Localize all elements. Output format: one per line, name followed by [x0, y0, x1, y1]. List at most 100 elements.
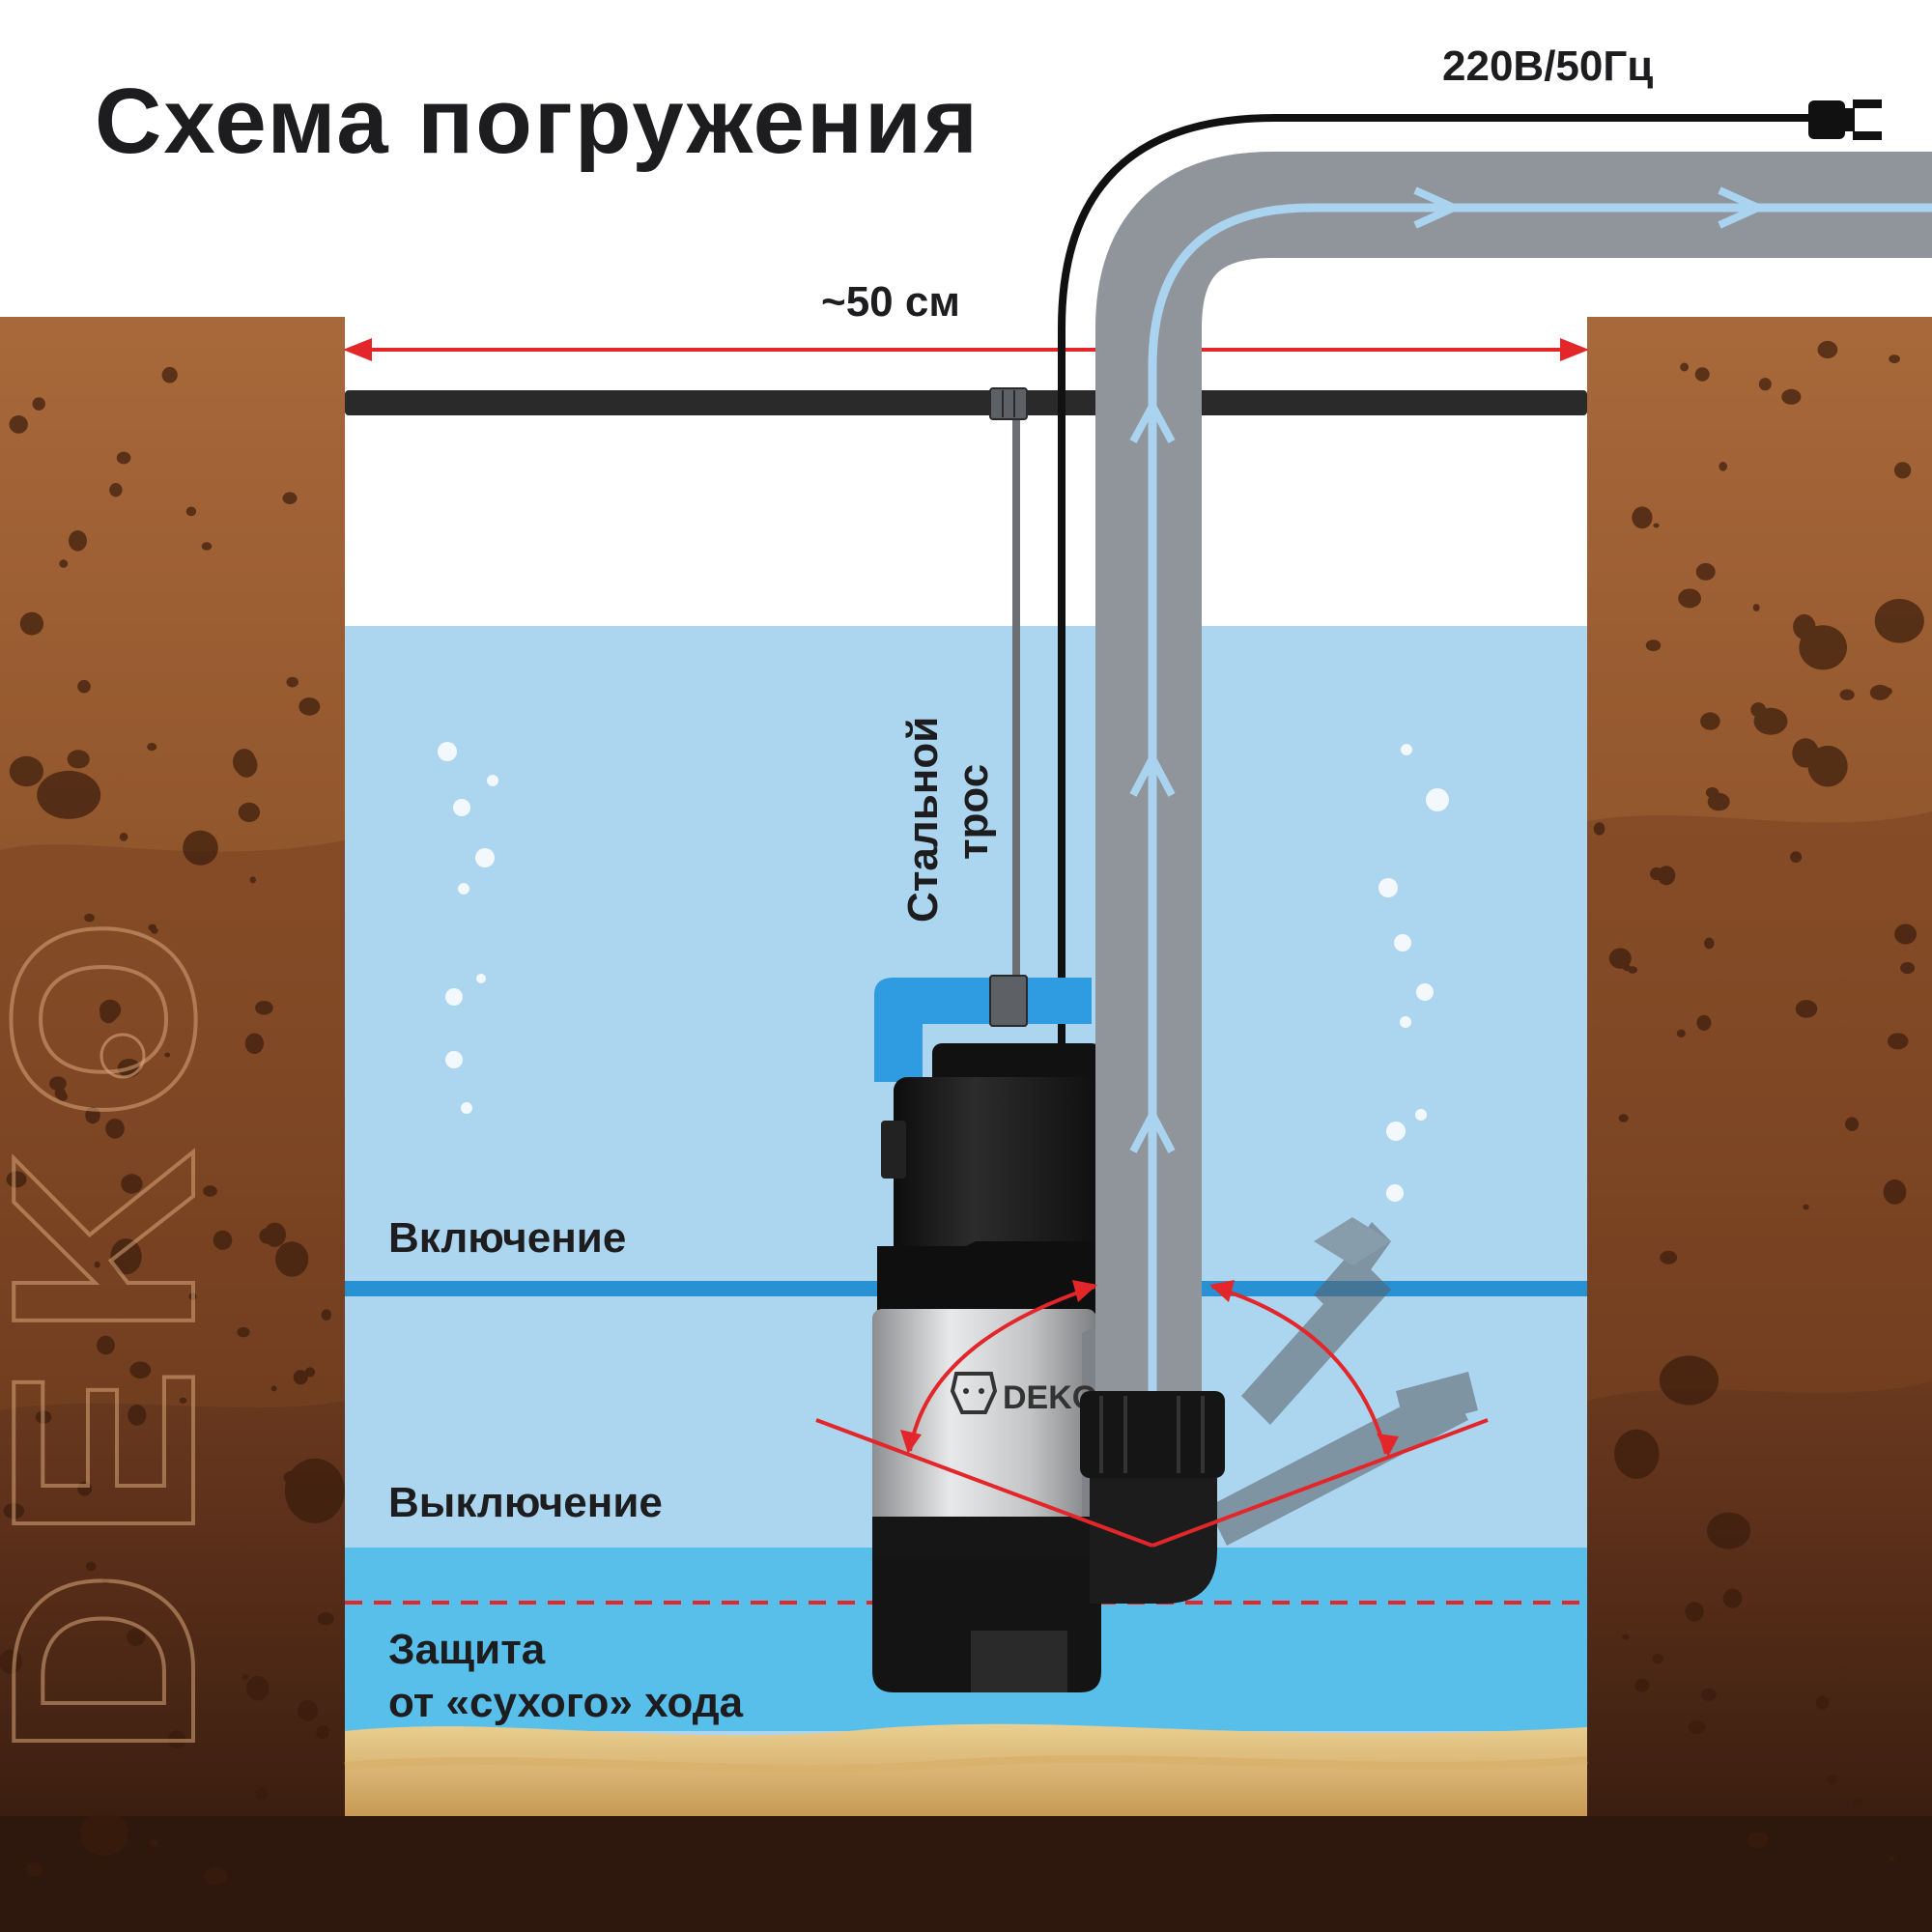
soil-speck — [322, 1309, 331, 1321]
soil-speck — [1658, 866, 1676, 885]
brand-watermark: DEKO — [0, 889, 249, 1758]
soil-speck — [1696, 563, 1716, 581]
soil-speck — [1888, 1033, 1909, 1049]
well-air — [345, 317, 1587, 626]
plug-icon — [1808, 99, 1882, 140]
soil-speck — [120, 833, 128, 841]
soil-speck — [1875, 599, 1924, 643]
soil-speck — [250, 876, 256, 883]
width-label: ~50 см — [821, 278, 960, 326]
pipe-elbow-fitting — [1080, 1391, 1225, 1604]
soil-speck — [37, 771, 100, 819]
soil-speck — [1634, 1679, 1649, 1692]
soil-speck — [1696, 1015, 1711, 1031]
soil-speck — [1747, 1832, 1769, 1848]
soil-speck — [255, 1788, 268, 1800]
soil-speck — [1894, 924, 1917, 945]
support-bar — [345, 390, 1587, 415]
soil-speck — [1609, 948, 1632, 968]
soil-speck — [117, 452, 131, 465]
soil-speck — [1845, 1117, 1859, 1131]
soil-speck — [255, 1001, 273, 1015]
soil-bottom — [0, 1816, 1932, 1932]
soil-speck — [149, 1838, 157, 1847]
soil-speck — [1706, 787, 1719, 798]
soil-speck — [316, 1725, 328, 1739]
soil-speck — [1750, 702, 1766, 717]
level-off-label: Выключение — [388, 1479, 663, 1526]
soil-speck — [1808, 746, 1848, 787]
soil-speck — [1660, 1355, 1719, 1405]
soil-speck — [1816, 1695, 1829, 1709]
soil-speck — [285, 1459, 345, 1523]
soil-speck — [79, 1812, 128, 1856]
soil-speck — [1796, 1000, 1818, 1018]
soil-speck — [10, 415, 28, 434]
soil-speck — [183, 831, 218, 866]
soil-speck — [233, 749, 256, 775]
soil-speck — [1695, 367, 1710, 381]
dry-run-label-line1: Защита — [388, 1626, 546, 1673]
soil-speck — [318, 1612, 334, 1625]
soil-speck — [186, 507, 196, 517]
soil-speck — [1889, 355, 1900, 363]
soil-speck — [1700, 712, 1720, 729]
soil-speck — [1653, 1654, 1663, 1664]
soil-speck — [1680, 363, 1689, 372]
soil-speck — [20, 612, 43, 636]
dry-run-label-line2: от «сухого» хода — [388, 1679, 744, 1726]
soil-speck — [1628, 966, 1637, 974]
soil-speck — [1719, 462, 1727, 471]
soil-speck — [1622, 1634, 1629, 1640]
soil-speck — [1594, 822, 1605, 835]
soil-speck — [239, 803, 260, 822]
soil-speck — [162, 367, 178, 384]
soil-speck — [1840, 690, 1855, 700]
soil-speck — [1884, 688, 1892, 696]
sand-bottom — [345, 1724, 1587, 1816]
soil-speck — [283, 492, 298, 504]
soil-speck — [305, 1367, 315, 1377]
soil-speck — [1701, 1689, 1717, 1701]
soil-speck — [202, 542, 213, 550]
soil-speck — [77, 680, 91, 694]
soil-speck — [205, 1867, 228, 1885]
soil-speck — [1753, 604, 1760, 611]
soil-speck — [68, 750, 90, 768]
soil-speck — [298, 1700, 318, 1721]
soil-speck — [1894, 462, 1911, 478]
soil-speck — [1632, 506, 1652, 528]
soil-speck — [1619, 1114, 1629, 1122]
soil-speck — [69, 530, 87, 552]
soil-speck — [271, 1385, 277, 1391]
soil-speck — [264, 1223, 286, 1247]
soil-speck — [1678, 588, 1701, 608]
soil-speck — [1759, 378, 1772, 390]
soil-speck — [298, 697, 320, 716]
soil-speck — [1723, 1589, 1743, 1608]
soil-speck — [1707, 1513, 1750, 1549]
steel-cable-label-line2: трос — [950, 764, 997, 860]
soil-speck — [1704, 938, 1714, 950]
soil-speck — [33, 397, 45, 411]
soil-speck — [1614, 1430, 1659, 1479]
soil-speck — [275, 1241, 308, 1276]
pump-body — [872, 1043, 1101, 1692]
soil-speck — [59, 559, 68, 568]
soil-speck — [1685, 1602, 1704, 1621]
steel-cable-label-line1: Стальной — [899, 717, 947, 923]
soil-speck — [1781, 389, 1801, 405]
soil-speck — [1790, 851, 1802, 863]
soil-speck — [1889, 1856, 1894, 1861]
soil-speck — [109, 483, 122, 497]
soil-speck — [246, 1676, 269, 1701]
soil-speck — [1884, 1179, 1907, 1205]
soil-speck — [1653, 524, 1659, 528]
diagram-title: Схема погружения — [95, 70, 980, 173]
soil-speck — [1689, 1720, 1706, 1734]
soil-speck — [1827, 1775, 1838, 1784]
soil-speck — [1646, 639, 1661, 651]
power-label: 220В/50Гц — [1442, 43, 1653, 90]
soil-speck — [1803, 1205, 1808, 1210]
